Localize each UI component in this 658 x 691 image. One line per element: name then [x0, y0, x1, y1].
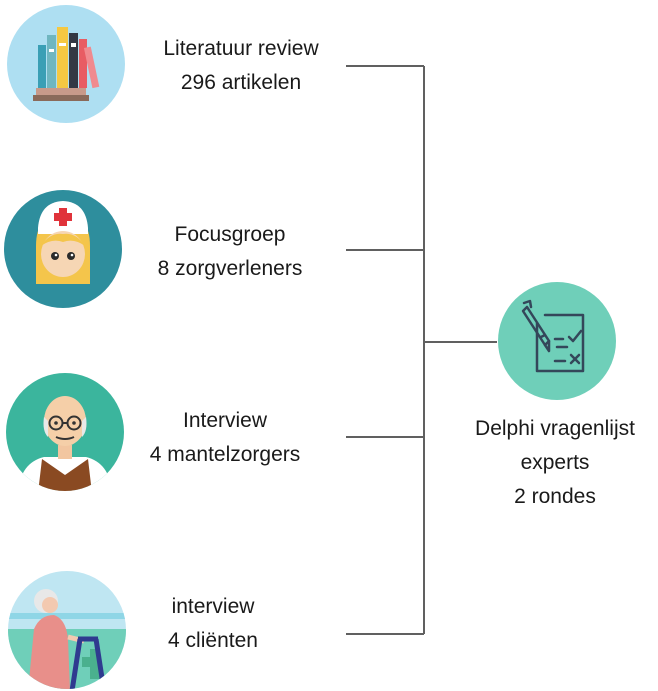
delphi-title: Delphi vragenlijst — [475, 417, 635, 440]
source-title: Literatuur review — [163, 37, 319, 60]
source-label-focus-group: Focusgroep 8 zorgverleners — [128, 218, 332, 286]
source-label-interview-caregivers: Interview 4 mantelzorgers — [120, 404, 330, 472]
source-detail: 296 artikelen — [180, 71, 302, 94]
source-title: Interview — [182, 409, 268, 432]
source-detail: 8 zorgverleners — [157, 257, 303, 280]
source-detail: 4 cliënten — [168, 629, 258, 652]
elderly-woman-walker-icon — [6, 569, 128, 691]
books-icon — [5, 3, 127, 125]
source-label-literature: Literatuur review 296 artikelen — [132, 32, 350, 100]
source-label-interview-clients: interview 4 cliënten — [130, 590, 296, 658]
source-detail: 4 mantelzorgers — [149, 443, 301, 466]
source-title: interview — [171, 595, 255, 618]
elderly-man-icon — [4, 371, 126, 493]
delphi-rounds: 2 rondes — [514, 485, 596, 508]
nurse-icon — [2, 188, 124, 310]
delphi-label: Delphi vragenlijst experts 2 rondes — [452, 412, 658, 514]
questionnaire-icon — [497, 281, 617, 401]
source-title: Focusgroep — [174, 223, 286, 246]
delphi-participants: experts — [520, 451, 590, 474]
